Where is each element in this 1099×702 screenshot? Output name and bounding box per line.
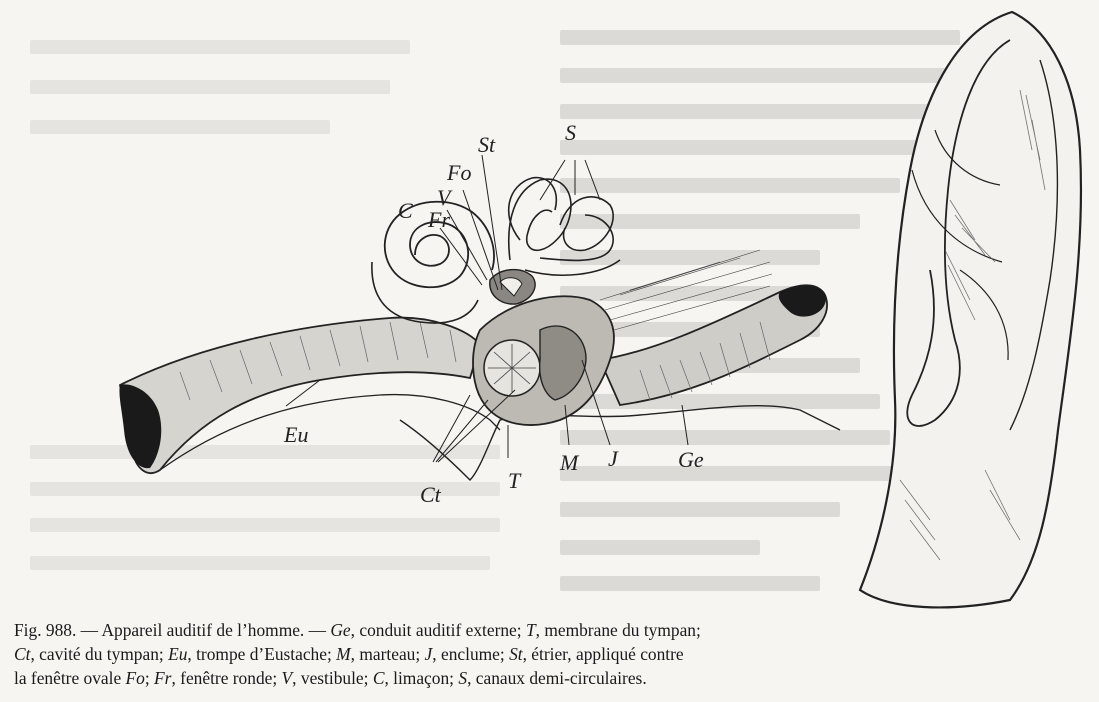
caption-abbrev: C — [373, 668, 385, 688]
label-S: S — [565, 120, 576, 145]
caption-abbrev: Fo — [126, 668, 145, 688]
caption-text: , fenêtre ronde; — [171, 668, 281, 688]
label-Ct: Ct — [420, 482, 442, 507]
tympanic-cavity — [473, 270, 614, 425]
caption-text: , enclume; — [432, 644, 509, 664]
caption-text: la fenêtre ovale — [14, 668, 126, 688]
label-St: St — [478, 132, 496, 157]
caption-text: , canaux demi-circulaires. — [467, 668, 647, 688]
label-Fr: Fr — [427, 207, 450, 232]
caption-text: , conduit auditif externe; — [351, 620, 526, 640]
caption-abbrev: V — [282, 668, 293, 688]
caption-abbrev: M — [336, 644, 351, 664]
caption-text: , marteau; — [351, 644, 425, 664]
caption-text: , cavité du tympan; — [30, 644, 168, 664]
label-Ge: Ge — [678, 447, 704, 472]
caption-abbrev: T — [526, 620, 536, 640]
label-J: J — [608, 446, 619, 471]
semicircular-canals — [509, 178, 620, 276]
caption-text: Fig. 988. — Appareil auditif de l’homme.… — [14, 620, 330, 640]
caption-abbrev: Eu — [168, 644, 187, 664]
caption-abbrev: Ge — [330, 620, 350, 640]
caption-text: , étrier, appliqué contre — [523, 644, 684, 664]
caption-text: , membrane du tympan; — [536, 620, 701, 640]
caption-abbrev: S — [458, 668, 467, 688]
caption-text: , limaçon; — [384, 668, 458, 688]
middle-ear-outline — [400, 406, 840, 480]
caption-abbrev: Fr — [154, 668, 171, 688]
eustachian-tube — [119, 318, 500, 473]
ear-anatomy-engraving: S St Fo V Fr C Eu Ct T M J Ge — [0, 0, 1099, 612]
figure-caption: Fig. 988. — Appareil auditif de l’homme.… — [14, 618, 1094, 690]
caption-text: , vestibule; — [292, 668, 373, 688]
caption-line-1: Fig. 988. — Appareil auditif de l’homme.… — [14, 618, 1094, 642]
caption-line-2: Ct, cavité du tympan; Eu, trompe d’Eusta… — [14, 642, 1094, 666]
label-C: C — [398, 198, 413, 223]
caption-line-3: la fenêtre ovale Fo; Fr, fenêtre ronde; … — [14, 666, 1094, 690]
caption-text: ; — [145, 668, 154, 688]
external-auditory-canal — [600, 250, 827, 405]
caption-abbrev: Ct — [14, 644, 30, 664]
label-M: M — [559, 450, 580, 475]
caption-abbrev: St — [509, 644, 523, 664]
auricle — [860, 12, 1081, 607]
label-T: T — [508, 468, 522, 493]
caption-text: , trompe d’Eustache; — [187, 644, 336, 664]
label-Eu: Eu — [283, 422, 308, 447]
label-Fo: Fo — [446, 160, 471, 185]
